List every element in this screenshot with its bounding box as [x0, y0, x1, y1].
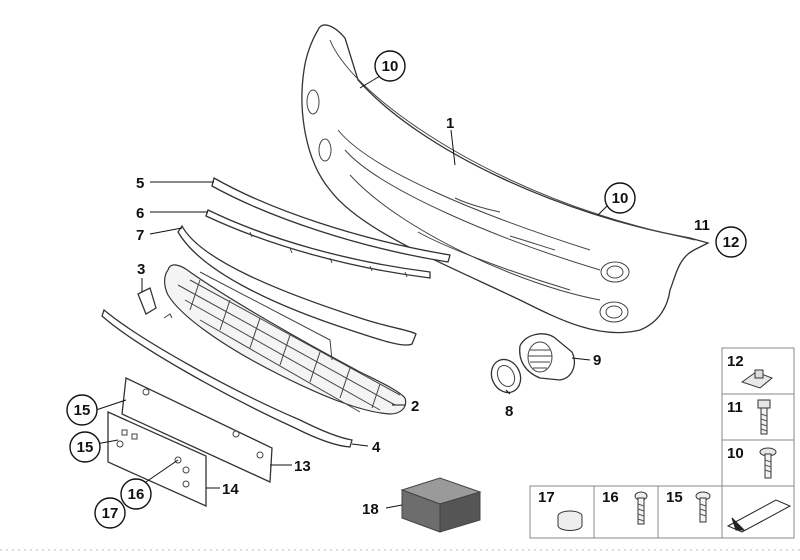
svg-text:11: 11: [727, 399, 743, 416]
svg-text:10: 10: [727, 445, 744, 462]
svg-text:12: 12: [723, 234, 740, 251]
callout-1: 1: [446, 115, 454, 132]
plug-cap-icon: [557, 510, 583, 531]
callout-15-lower: 15: [69, 431, 101, 463]
svg-text:16: 16: [128, 486, 145, 503]
bumper-part-1: [301, 24, 710, 334]
legend-box-10: 10: [721, 439, 795, 487]
mesh-grille-part-2: [164, 264, 407, 415]
callout-2: 2: [411, 398, 419, 415]
callout-14: 14: [222, 481, 239, 498]
callout-5: 5: [136, 175, 144, 192]
legend-box-15: 15: [657, 485, 723, 539]
hex-bolt-icon: [757, 399, 771, 435]
svg-text:10: 10: [382, 58, 399, 75]
ring-part-8: [490, 358, 522, 394]
plate-bracket-part-13: [121, 377, 273, 483]
legend-box-16: 16: [593, 485, 659, 539]
callout-17: 17: [94, 497, 126, 529]
legend-box-11: 11: [721, 393, 795, 441]
legend-box-arrow: [721, 485, 795, 539]
grille-frame-part-7: [177, 224, 417, 346]
callout-12: 12: [715, 226, 747, 258]
svg-text:15: 15: [74, 402, 91, 419]
svg-text:15: 15: [77, 439, 94, 456]
legend-box-17: 17: [529, 485, 595, 539]
legend-box-12: 12: [721, 347, 795, 395]
callout-9: 9: [593, 352, 601, 369]
callout-11: 11: [694, 217, 710, 234]
callout-10-top: 10: [374, 50, 406, 82]
callout-13: 13: [294, 458, 311, 475]
screw-icon-15: [695, 491, 711, 523]
callout-10-right: 10: [604, 182, 636, 214]
lower-trim-part-4: [101, 308, 353, 448]
svg-text:12: 12: [727, 353, 744, 370]
callout-8: 8: [505, 403, 513, 420]
svg-text:17: 17: [538, 489, 555, 506]
screw-washer-icon: [759, 447, 777, 479]
callout-7: 7: [136, 227, 144, 244]
svg-text:10: 10: [612, 190, 629, 207]
plate-base-part-14: [107, 410, 207, 508]
screw-icon-16: [634, 491, 648, 525]
bracket-part-3: [137, 287, 173, 319]
callout-labels: 1 2 3 4 5 6 7 8 9 13 14 18 11: [136, 115, 710, 518]
leader-lines: [95, 75, 609, 509]
parts-box-18: [400, 477, 482, 533]
svg-text:17: 17: [102, 505, 119, 522]
svg-text:15: 15: [666, 489, 683, 506]
callout-18: 18: [362, 501, 379, 518]
grille-strip-part-5: [211, 177, 451, 263]
fog-housing-part-9: [519, 333, 575, 381]
clip-nut-icon: [740, 371, 773, 389]
callout-16: 16: [120, 478, 152, 510]
callout-3: 3: [137, 261, 145, 278]
svg-text:16: 16: [602, 489, 619, 506]
trim-strip-part-6: [205, 209, 431, 279]
callout-15-upper: 15: [66, 394, 98, 426]
nut-icon: [754, 369, 764, 379]
callout-4: 4: [372, 439, 381, 456]
callout-6: 6: [136, 205, 144, 222]
